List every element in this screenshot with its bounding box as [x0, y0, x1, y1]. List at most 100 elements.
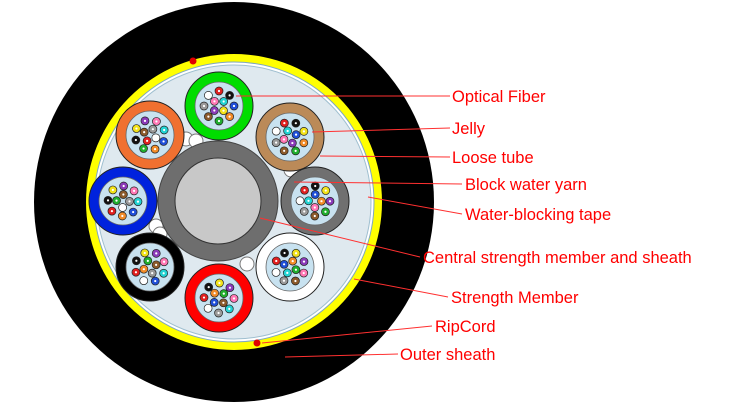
- gray-tube: [280, 166, 350, 236]
- central-strength-member-core: [174, 157, 262, 245]
- central-strength-member-label: Central strength member and sheath: [423, 249, 692, 267]
- fiber-core: [111, 188, 114, 192]
- fiber-core: [134, 138, 137, 142]
- fiber-core: [314, 184, 317, 188]
- fiber-core: [274, 271, 278, 274]
- fiber-core: [110, 210, 114, 213]
- fiber-core: [135, 127, 138, 130]
- jelly-fill: [125, 242, 175, 292]
- strength-member-leader-line: [353, 278, 449, 298]
- fiber-core: [132, 210, 135, 214]
- fiber-core: [313, 214, 316, 218]
- fiber-core: [282, 279, 286, 282]
- fiber-core: [151, 128, 154, 131]
- jelly-fill: [125, 110, 175, 160]
- fiber-core: [142, 279, 145, 282]
- fiber-core: [307, 199, 310, 202]
- fiber-core: [291, 259, 294, 263]
- fiber-core: [106, 199, 110, 202]
- fiber-core: [222, 292, 225, 295]
- fiber-core: [218, 281, 221, 285]
- fiber-core: [232, 297, 236, 300]
- central-strength-member-leader-line: [259, 217, 421, 258]
- fiber-core: [286, 271, 289, 275]
- ripcord-bottom-dot: [253, 339, 261, 347]
- fiber-core: [283, 149, 286, 152]
- fiber-core: [314, 193, 317, 196]
- fiber-core: [128, 200, 131, 203]
- fiber-core: [207, 285, 210, 289]
- fiber-core: [207, 94, 210, 97]
- outer-sheath-leader-line: [284, 353, 399, 358]
- ripcord-top-dot: [189, 57, 197, 65]
- cable-cross-section: [34, 2, 434, 402]
- fiber-core: [162, 260, 166, 263]
- fiber-core: [115, 199, 118, 202]
- fiber-core: [121, 206, 124, 209]
- loose-tubes: [88, 71, 350, 333]
- outer-sheath-label: Outer sheath: [400, 346, 495, 364]
- fiber-core: [302, 141, 305, 144]
- fiber-core: [153, 148, 157, 151]
- fiber-core: [163, 128, 166, 132]
- fiber-core: [143, 251, 146, 255]
- fiber-core: [134, 271, 138, 274]
- fiber-core: [162, 272, 165, 275]
- fiber-core: [294, 268, 298, 271]
- fiber-core: [302, 130, 305, 133]
- fiber-core: [142, 268, 145, 271]
- strength-member-label: Strength Member: [451, 289, 579, 307]
- fiber-core: [143, 119, 147, 122]
- leader-lines: [236, 95, 463, 358]
- block-water-yarn: [239, 256, 255, 272]
- fiber-core: [143, 131, 146, 134]
- block-water-yarn-leader-line: [293, 181, 463, 185]
- jelly-leader-line: [311, 127, 451, 133]
- fiber-core: [291, 141, 294, 145]
- fiber-core: [294, 252, 298, 255]
- fiber-core: [142, 147, 145, 150]
- fiber-core: [213, 109, 216, 112]
- jelly-fill: [265, 112, 315, 162]
- fiber-core: [275, 141, 278, 144]
- jelly-label: Jelly: [452, 120, 486, 138]
- fiber-core: [155, 252, 158, 255]
- fiber-core: [302, 260, 306, 263]
- fiber-core: [207, 115, 210, 118]
- fiber-core: [275, 259, 278, 263]
- fiber-core: [132, 189, 136, 192]
- fiber-core: [154, 279, 157, 283]
- fiber-core: [135, 259, 138, 262]
- fiber-core: [228, 94, 231, 97]
- fiber-core: [303, 189, 306, 192]
- ripcord-leader-line: [261, 325, 433, 344]
- fiber-core: [275, 130, 278, 133]
- fiber-core: [282, 138, 286, 141]
- fiber-core: [122, 193, 125, 196]
- brown-tube: [255, 102, 325, 172]
- optical-fiber-label: Optical Fiber: [452, 88, 546, 106]
- fiber-core: [162, 140, 165, 143]
- fiber-core: [228, 286, 232, 289]
- fiber-core: [213, 292, 216, 295]
- fiber-core: [324, 210, 327, 213]
- block-water-yarn-label: Block water yarn: [465, 176, 587, 194]
- jelly-fill: [265, 242, 315, 292]
- fiber-core: [320, 200, 323, 203]
- fiber-core: [146, 259, 149, 262]
- fiber-core: [202, 296, 206, 299]
- fiber-core: [121, 214, 124, 218]
- fiber-core: [324, 189, 327, 192]
- fiber-core: [213, 100, 216, 103]
- fiber-core: [202, 104, 206, 108]
- fiber-core: [228, 115, 231, 118]
- fiber-core: [213, 301, 216, 304]
- fiber-core: [294, 279, 297, 283]
- fiber-core: [151, 272, 154, 275]
- fiber-core: [282, 263, 286, 266]
- fiber-core: [286, 129, 289, 133]
- green-tube: [184, 71, 254, 141]
- water-blocking-tape-label: Water-blocking tape: [465, 206, 611, 224]
- blue-tube: [88, 166, 158, 236]
